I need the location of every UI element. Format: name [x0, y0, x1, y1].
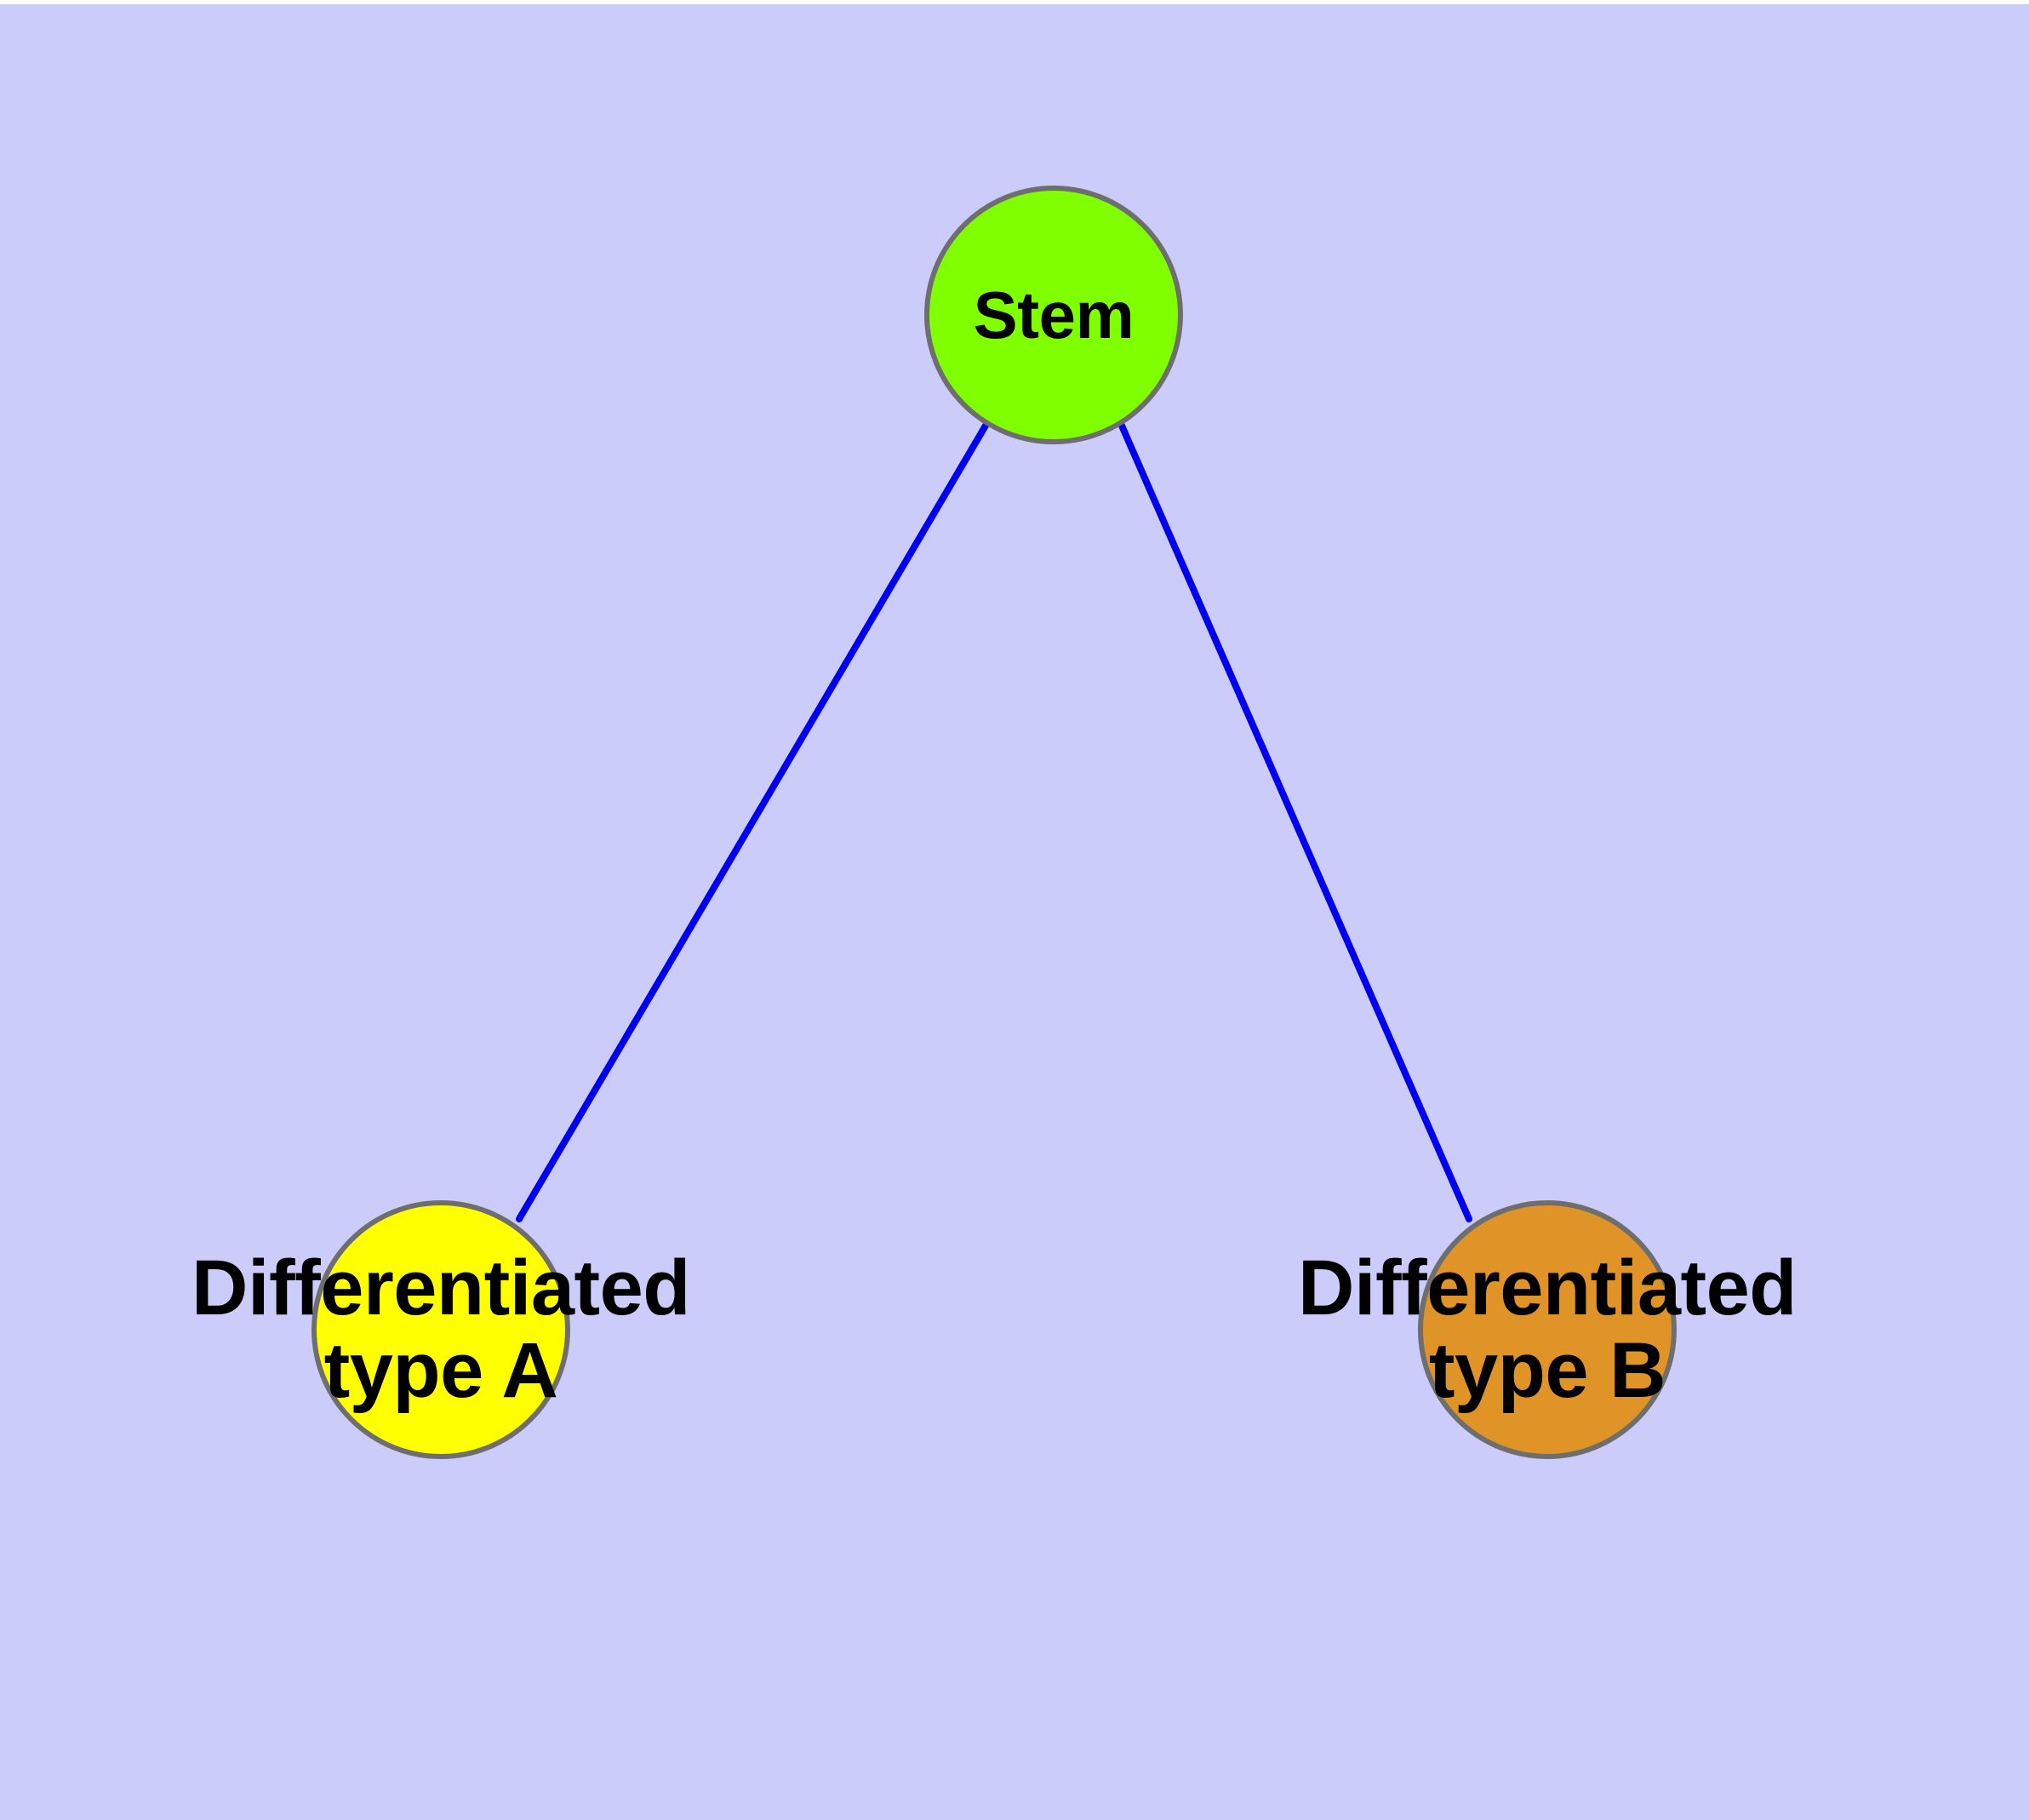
node-label-differentiated-type-b-line-1: Differentiated	[1298, 1244, 1797, 1331]
node-label-differentiated-type-a: Differentiated type A	[0, 1244, 1037, 1415]
node-label-stem: Stem	[458, 277, 1649, 352]
node-label-differentiated-type-a-line-2: type A	[323, 1327, 558, 1415]
node-differentiated-type-b[interactable]	[1418, 1200, 1677, 1459]
node-differentiated-type-a[interactable]	[311, 1200, 570, 1459]
node-label-stem-line-1: Stem	[973, 277, 1135, 352]
node-label-differentiated-type-b-line-2: type B	[1428, 1327, 1666, 1415]
edge-stem-to-differentiated-type-a[interactable]	[516, 422, 989, 1222]
edge-stem-to-differentiated-type-b[interactable]	[1118, 422, 1472, 1222]
node-stem[interactable]	[924, 186, 1183, 444]
node-label-differentiated-type-a-line-1: Differentiated	[191, 1244, 690, 1331]
node-label-differentiated-type-b: Differentiated type B	[952, 1244, 2029, 1415]
